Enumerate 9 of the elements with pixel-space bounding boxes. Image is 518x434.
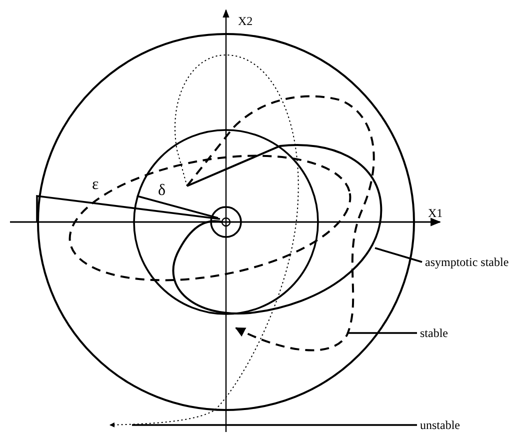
axis-label: X1 xyxy=(428,206,443,220)
symbol-label: ε xyxy=(92,178,99,192)
curve-label: stable xyxy=(420,326,448,340)
axis-label: X2 xyxy=(238,14,253,28)
leader-line xyxy=(347,332,417,334)
curve-label: unstable xyxy=(420,418,460,432)
leader-line xyxy=(132,424,417,426)
symbol-label: δ xyxy=(158,184,166,198)
curve-label: asymptotic stable xyxy=(425,255,509,269)
